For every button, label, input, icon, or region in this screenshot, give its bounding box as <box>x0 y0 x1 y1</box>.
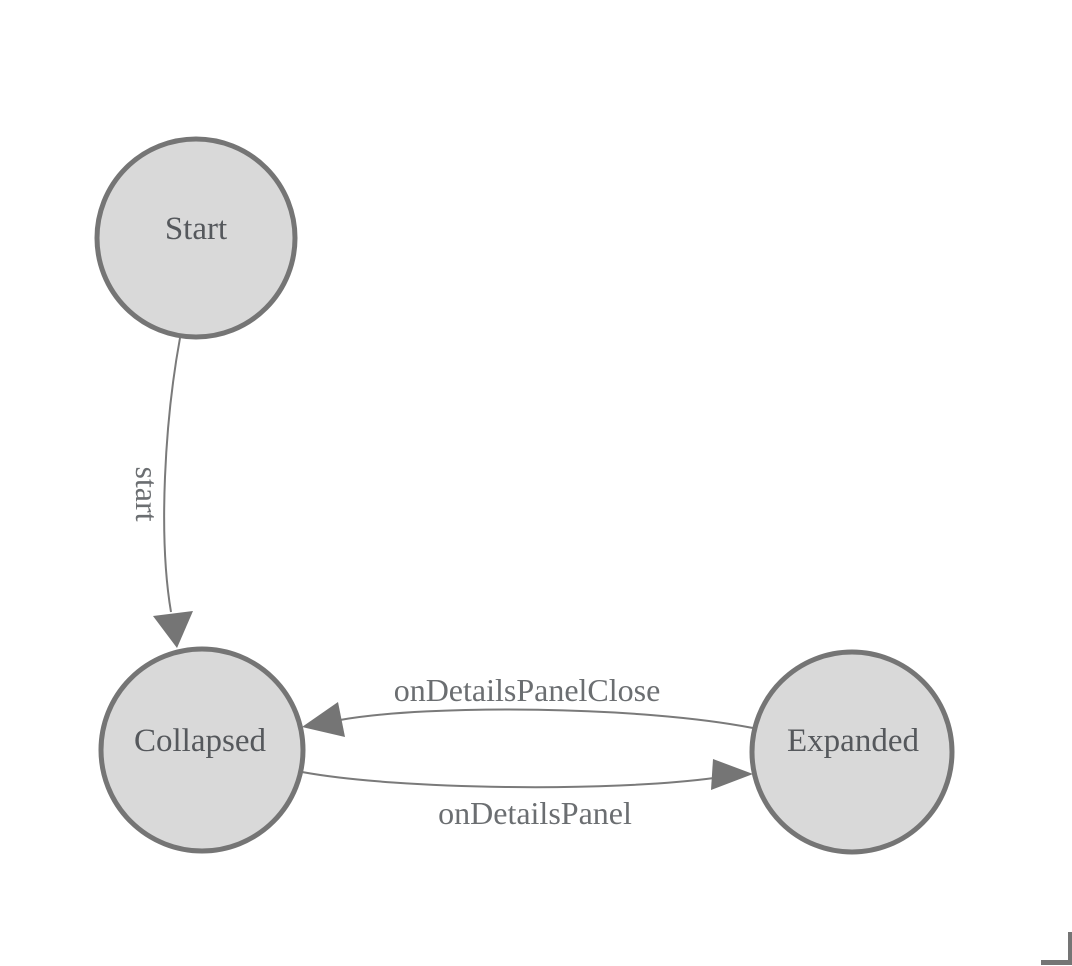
transition-ondetailspanel-path <box>301 771 715 789</box>
arrowhead-start-to-collapsed <box>153 611 193 648</box>
corner-mark-horizontal-bar <box>1041 960 1072 965</box>
corner-mark-vertical-bar <box>1068 932 1072 962</box>
transition-ondetailspanelclose: onDetailsPanelClose <box>302 672 754 737</box>
arrowhead-collapsed-to-expanded <box>711 759 753 790</box>
state-circle-expanded[interactable] <box>749 649 955 855</box>
viewport-corner-mark <box>1041 932 1072 965</box>
transition-ondetailspanelclose-path <box>339 708 754 729</box>
transition-label-ondetailspanelclose[interactable]: onDetailsPanelClose <box>394 672 661 708</box>
transition-label-start[interactable]: start <box>129 466 165 521</box>
state-node-expanded[interactable]: Expanded <box>749 649 955 855</box>
transition-start: start <box>129 337 193 648</box>
state-circle-start[interactable] <box>94 136 298 340</box>
state-label-start: Start <box>165 211 227 247</box>
transition-start-path <box>163 337 181 613</box>
state-node-collapsed[interactable]: Collapsed <box>98 646 306 854</box>
state-label-collapsed: Collapsed <box>134 723 266 759</box>
transition-label-ondetailspanel[interactable]: onDetailsPanel <box>438 795 632 831</box>
transition-ondetailspanel: onDetailsPanel <box>301 759 753 831</box>
state-node-start[interactable]: Start <box>94 136 298 340</box>
state-label-expanded: Expanded <box>787 723 919 759</box>
state-circle-collapsed[interactable] <box>98 646 306 854</box>
arrowhead-expanded-to-collapsed <box>302 702 345 737</box>
